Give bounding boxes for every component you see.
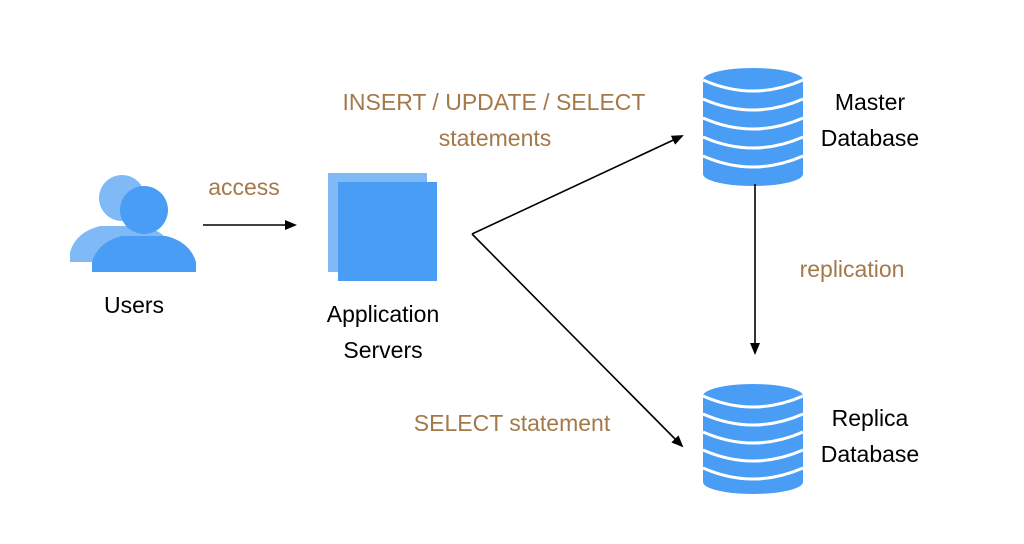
access-label: access — [208, 174, 280, 200]
replica-database-icon — [702, 384, 804, 494]
replication-label: replication — [799, 256, 905, 282]
read-statement-label: SELECT statement — [413, 410, 611, 436]
servers-icon — [328, 173, 437, 281]
write-statements-label-line1: INSERT / UPDATE / SELECT — [342, 89, 646, 115]
users-icon — [70, 175, 196, 272]
write-statements-label-line2: statements — [438, 125, 552, 151]
master-database-icon — [702, 68, 804, 186]
master-db-label-line1: Master — [834, 89, 906, 115]
replica-db-label-line2: Database — [820, 441, 920, 467]
write-arrow — [471, 135, 684, 235]
users-label: Users — [103, 292, 165, 318]
master-db-label-line2: Database — [820, 125, 920, 151]
app-servers-label-line2: Servers — [343, 337, 423, 363]
app-servers-label-line1: Application — [326, 301, 440, 327]
read-arrow — [471, 233, 684, 448]
replica-db-label-line1: Replica — [831, 405, 909, 431]
